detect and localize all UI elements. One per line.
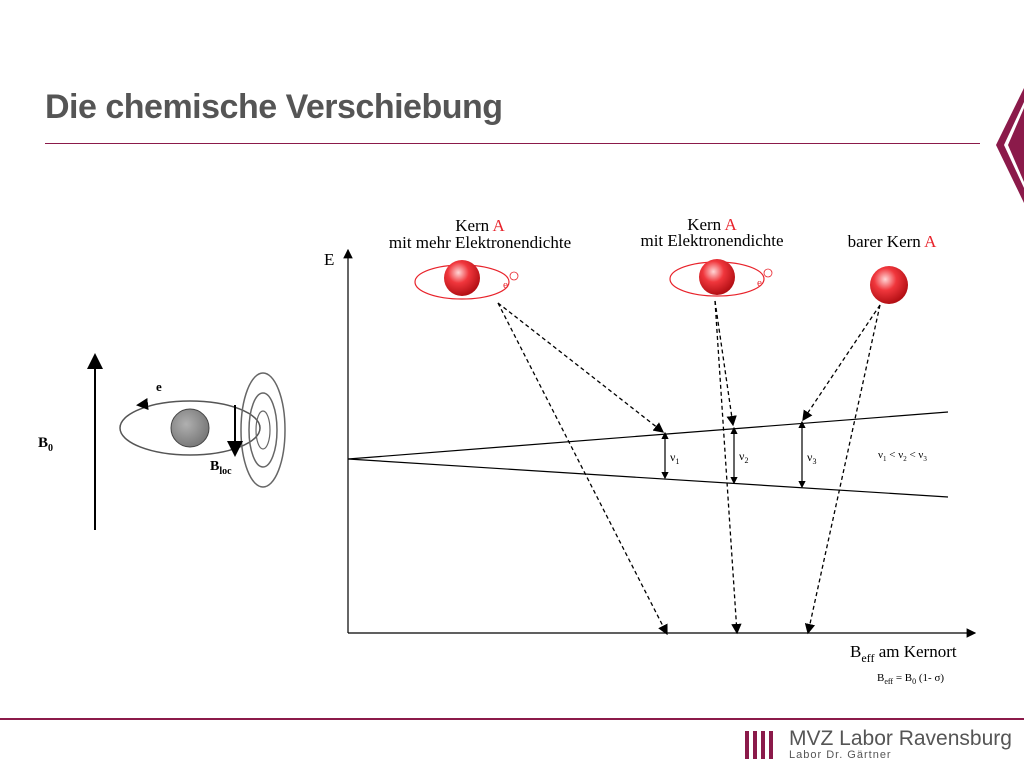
electron-orbit [119, 400, 261, 456]
svg-text:e: e [503, 279, 508, 291]
x-axis-label: Beff am Kernort [850, 642, 957, 665]
b0-label: B0 [38, 435, 53, 454]
frequency-gap-1: ν1 [661, 431, 679, 480]
nucleus-bare: barer Kern A [848, 232, 937, 304]
svg-text:barer Kern A: barer Kern A [848, 232, 937, 251]
beff-formula: Beff = B0 (1- σ) [877, 672, 944, 686]
svg-text:mit mehr Elektronendichte: mit mehr Elektronendichte [389, 233, 571, 252]
svg-text:mit Elektronendichte: mit Elektronendichte [640, 231, 783, 250]
nucleus-density: Kern A mit Elektronendichte e [640, 215, 784, 297]
company-name: MVZ Labor Ravensburg [789, 727, 1012, 750]
projection-arrows [497, 300, 881, 636]
y-axis-label: E [324, 250, 334, 269]
corner-chevron-icon [996, 88, 1024, 203]
title-divider [45, 143, 980, 144]
upper-energy-level [347, 411, 949, 460]
company-subtitle: Labor Dr. Gärtner [789, 749, 892, 761]
logo-bars-icon [745, 731, 773, 759]
frequency-relation: ν1 < ν2 < ν3 [878, 449, 927, 463]
svg-text:Kern A: Kern A [455, 216, 505, 235]
electron-label: e [156, 379, 162, 394]
svg-text:e: e [757, 277, 762, 289]
lower-energy-level [347, 458, 949, 498]
footer-divider [0, 718, 1024, 720]
svg-text:Kern A: Kern A [687, 215, 737, 234]
slide-title: Die chemische Verschiebung [45, 88, 503, 126]
svg-text:ν3: ν3 [807, 450, 816, 466]
nucleus-more-density: Kern A mit mehr Elektronendichte e [389, 216, 571, 300]
field-loop-middle [248, 392, 278, 468]
field-loop-inner [255, 410, 271, 450]
svg-text:ν1: ν1 [670, 450, 679, 466]
svg-text:ν2: ν2 [739, 449, 748, 465]
frequency-gap-2: ν2 [730, 426, 748, 485]
frequency-gap-3: ν3 [798, 420, 816, 489]
field-loop-outer [240, 372, 286, 488]
bloc-label: Bloc [210, 459, 232, 477]
left-induction-diagram: B0 e Bloc [38, 353, 286, 530]
nucleus-grey [170, 408, 210, 448]
